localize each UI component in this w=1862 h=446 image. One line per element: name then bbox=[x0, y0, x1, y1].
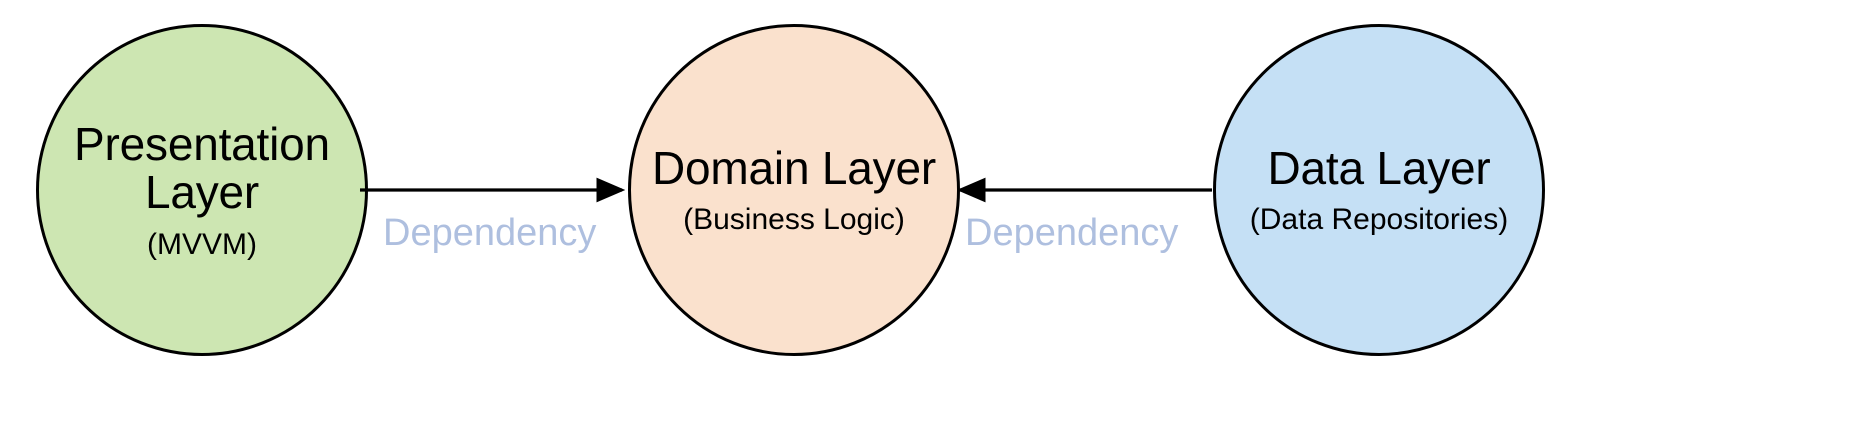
node-presentation-layer[interactable]: Presentation Layer (MVVM) bbox=[36, 24, 368, 356]
node-data-subtitle: (Data Repositories) bbox=[1249, 203, 1509, 237]
node-data-layer[interactable]: Data Layer (Data Repositories) bbox=[1213, 24, 1545, 356]
arrow-presentation-to-domain bbox=[360, 177, 626, 203]
node-domain-subtitle: (Business Logic) bbox=[683, 203, 905, 237]
node-domain-title: Domain Layer bbox=[652, 142, 936, 195]
arrow-data-to-domain bbox=[956, 177, 1212, 203]
node-presentation-subtitle: (MVVM) bbox=[147, 227, 257, 261]
node-domain-layer[interactable]: Domain Layer (Business Logic) bbox=[628, 24, 960, 356]
edge-label-dependency-left: Dependency bbox=[383, 212, 597, 254]
node-presentation-title: Presentation Layer bbox=[74, 117, 330, 219]
node-data-title: Data Layer bbox=[1267, 142, 1491, 195]
edge-label-dependency-right: Dependency bbox=[965, 212, 1179, 254]
